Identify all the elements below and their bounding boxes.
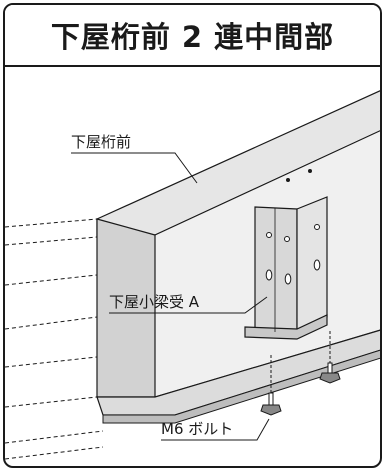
leader-bracket — [109, 296, 268, 314]
label-beam: 下屋桁前 — [71, 133, 131, 151]
bolt-1 — [260, 355, 282, 416]
label-bolt: M6 ボルト — [161, 420, 233, 438]
leader-beam — [71, 152, 198, 184]
leader-bolt — [161, 418, 270, 441]
label-bracket: 下屋小梁受 A — [109, 293, 200, 311]
beam-hole — [308, 169, 312, 173]
page-title: 下屋桁前 2 連中間部 — [5, 5, 380, 67]
bracket-holes — [265, 224, 321, 285]
beam-assembly-illustration: 下屋桁前 下屋小梁受 A M6 ボルト — [5, 90, 380, 460]
beam-hole — [286, 178, 290, 182]
beam-bottom-lip — [102, 349, 380, 424]
diagram-frame: 下屋桁前 2 連中間部 — [3, 3, 382, 468]
bracket-hole — [314, 224, 320, 230]
bracket-left-plate — [254, 206, 298, 334]
adjacent-beam-dashed-outline — [5, 218, 104, 460]
bracket-back-plate — [296, 196, 328, 334]
bracket-slot — [265, 269, 273, 281]
bracket-slot — [284, 273, 292, 285]
bracket-hole — [284, 236, 290, 242]
bracket-base — [244, 314, 328, 340]
bracket-slot — [313, 259, 321, 271]
bracket-hole — [266, 232, 272, 238]
bolt-2 — [319, 331, 341, 384]
